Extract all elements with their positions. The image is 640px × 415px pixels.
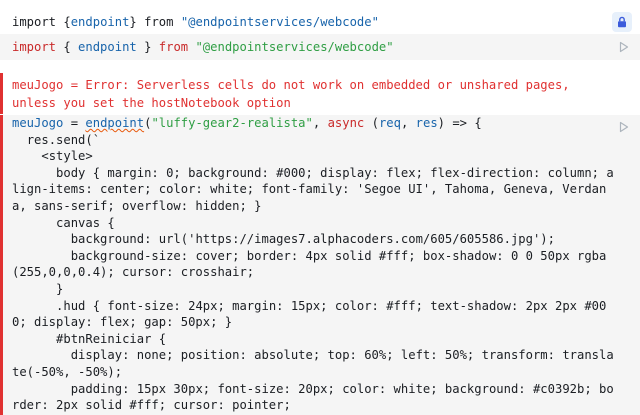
param-req: req [378,116,401,130]
import-brace-open: { [56,15,71,29]
code-line: background-size: cover; border: 4px soli… [12,248,607,280]
code-line: body { margin: 0; background: #000; disp… [12,165,614,213]
param-sep: , [400,116,416,130]
param-res: res [415,116,438,130]
code-line: .hud { font-size: 24px; margin: 15px; co… [12,298,607,330]
code-line: padding: 15px 30px; font-size: 20px; col… [12,381,614,413]
source-brace-close: } [136,40,159,54]
code-line: } [12,281,64,296]
arrow-fn: ) => { [437,116,482,130]
import-brace-close: } [129,15,145,29]
source-from-keyword: from [158,40,189,54]
source-imported-name: endpoint [78,40,137,54]
assign-operator: = [63,116,86,130]
arg-comma: , [312,116,328,130]
code-line-1: meuJogo = endpoint("luffy-gear2-realista… [12,115,618,132]
source-import-keyword: import [12,40,57,54]
code-line: #btnReiniciar { [12,331,167,346]
source-brace-open: { [56,40,79,54]
code-line: background: url('https://images7.alphaco… [12,232,555,247]
variable-name: meuJogo [12,116,64,130]
code-line: <style> [12,149,93,164]
endpoint-name-string: "luffy-gear2-realista" [151,116,313,130]
error-message: meuJogo = Error: Serverless cells do not… [12,78,570,110]
module-link[interactable]: "@endpointservices/webcode" [180,15,379,29]
async-keyword: async [327,116,365,130]
code-line: res.send(` [12,132,101,147]
call-open-paren: ( [144,116,152,130]
play-triangle-icon [619,121,629,133]
code-line: canvas { [12,215,115,230]
lock-button[interactable] [612,12,632,32]
import-cell-source[interactable]: import { endpoint } from "@endpointservi… [0,34,640,60]
lock-icon [618,16,626,28]
code-cell-source[interactable]: meuJogo = endpoint("luffy-gear2-realista… [0,115,640,415]
from-keyword: from [144,15,174,29]
imported-name[interactable]: endpoint [70,15,130,29]
run-code-cell-button[interactable] [617,120,631,134]
code-line: display: none; position: absolute; top: … [12,348,614,379]
endpoint-call[interactable]: endpoint [85,116,145,130]
import-keyword: import [12,15,57,29]
play-triangle-icon [619,41,629,53]
params-open: ( [364,116,379,130]
source-module-string: "@endpointservices/webcode" [195,40,394,54]
run-cell-button[interactable] [617,40,631,54]
error-output: meuJogo = Error: Serverless cells do not… [0,73,640,114]
import-cell-output: import {endpoint} from "@endpointservice… [0,0,640,34]
import-space [173,15,180,29]
